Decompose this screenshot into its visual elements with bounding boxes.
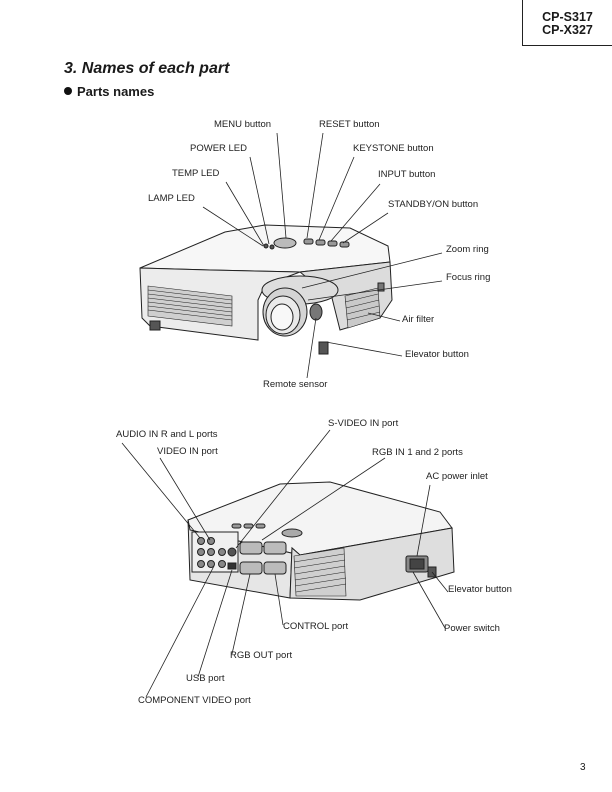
rear-vent-grille	[293, 547, 347, 597]
label-control-port: CONTROL port	[283, 621, 349, 632]
label-rgb-out-port: RGB OUT port	[230, 650, 293, 661]
model-number-box: CP-S317 CP-X327	[522, 0, 612, 46]
model-number-1: CP-S317	[542, 10, 593, 24]
remote-sensor	[309, 303, 323, 321]
label-rgb-in-ports: RGB IN 1 and 2 ports	[372, 447, 463, 458]
label-power-switch: Power switch	[444, 623, 500, 634]
menu-button-shape	[273, 237, 297, 249]
section-subtitle: Parts names	[64, 84, 154, 99]
label-video-port: VIDEO IN port	[157, 446, 218, 457]
label-lamp-led: LAMP LED	[148, 193, 195, 204]
front-vent-grille	[147, 285, 233, 327]
leader-lines-bottom	[121, 429, 449, 698]
control-connector	[263, 561, 287, 575]
subtitle-text: Parts names	[77, 84, 155, 99]
label-svideo-port: S-VIDEO IN port	[328, 418, 399, 429]
label-temp-led: TEMP LED	[172, 168, 220, 179]
label-reset-button: RESET button	[319, 119, 380, 130]
label-elevator-button-bottom: Elevator button	[448, 584, 512, 595]
side-vent	[344, 287, 381, 329]
label-keystone-button: KEYSTONE button	[353, 143, 434, 154]
label-zoom-ring: Zoom ring	[446, 244, 489, 255]
label-air-filter: Air filter	[402, 314, 435, 325]
label-remote-sensor: Remote sensor	[263, 379, 328, 390]
projector-front-view	[139, 224, 393, 355]
usb-connector	[227, 562, 237, 570]
leader-lines-top	[202, 132, 443, 379]
elevator-foot	[318, 341, 329, 355]
label-component-video-port: COMPONENT VIDEO port	[138, 695, 251, 706]
label-elevator-button-top: Elevator button	[405, 349, 469, 360]
model-number-2: CP-X327	[542, 23, 593, 37]
page-number: 3	[580, 762, 586, 773]
svideo-connector	[227, 547, 237, 557]
foot-left	[149, 320, 161, 331]
rgb-in-2-connector	[263, 541, 287, 555]
label-ac-inlet: AC power inlet	[426, 471, 488, 482]
label-standby-button: STANDBY/ON button	[388, 199, 479, 210]
projector-rear-view	[187, 481, 455, 601]
label-audio-ports: AUDIO IN R and L ports	[116, 429, 218, 440]
label-menu-button: MENU button	[214, 119, 272, 130]
label-usb-port: USB port	[186, 673, 225, 684]
label-input-button: INPUT button	[378, 169, 436, 180]
label-focus-ring: Focus ring	[446, 272, 491, 283]
section-title: 3. Names of each part	[64, 60, 230, 77]
label-power-led: POWER LED	[190, 143, 248, 154]
rgb-out-connector	[239, 561, 263, 575]
bullet-icon	[64, 87, 72, 95]
rgb-in-1-connector	[239, 541, 263, 555]
